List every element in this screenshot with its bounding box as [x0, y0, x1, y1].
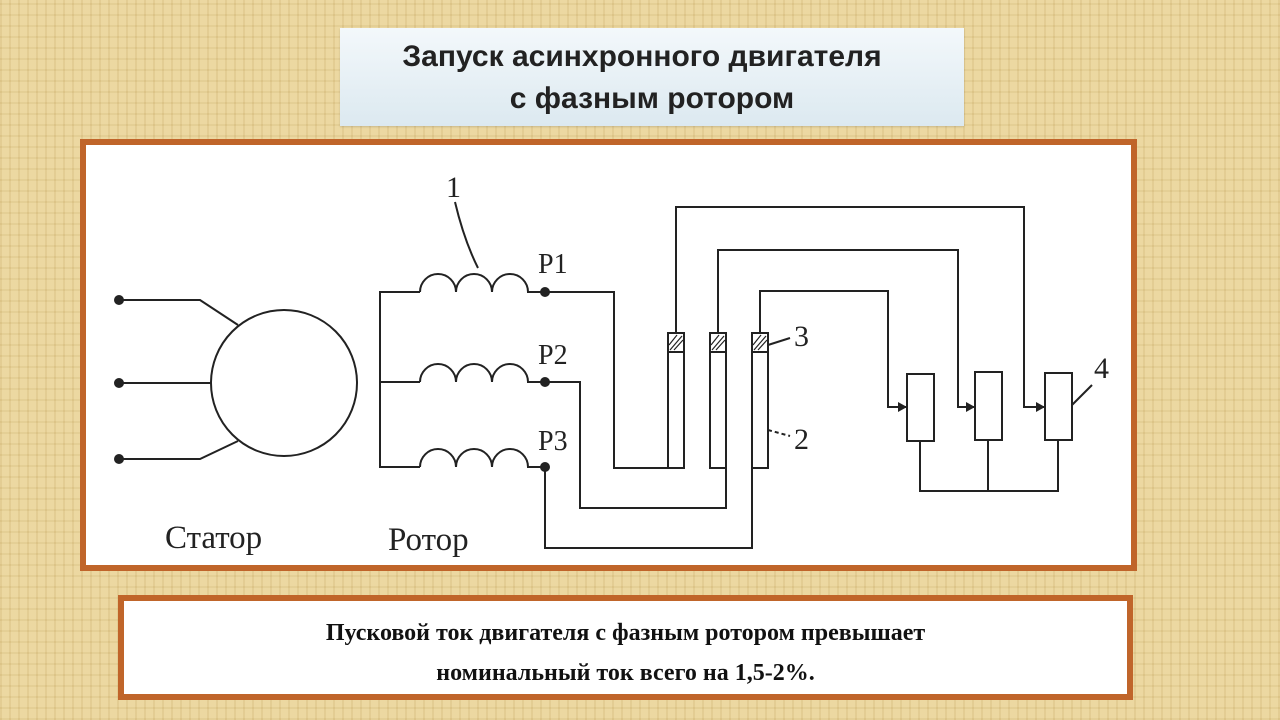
callout-1-label: 1 [446, 171, 461, 204]
rotor-windings [379, 273, 545, 468]
circuit-diagram-frame: 1 P1 P2 P3 3 2 4 Статор Ротор [80, 139, 1137, 571]
brushes [668, 334, 768, 351]
callout-4-label: 4 [1094, 352, 1109, 385]
leader-2 [767, 429, 791, 437]
rotor-to-ring-wires [544, 291, 753, 549]
terminal-p1-label: P1 [538, 249, 568, 280]
stator-label: Статор [165, 520, 262, 556]
title-line-2: с фазным ротором [509, 82, 795, 115]
terminal-dots [114, 287, 550, 472]
rheostat [906, 371, 1073, 492]
stator-leads [119, 299, 239, 460]
slide-title: Запуск асинхронного двигателя с фазным р… [340, 28, 964, 126]
stator-circle [210, 309, 358, 457]
terminal-p2-label: P2 [538, 340, 568, 371]
leader-4 [1071, 384, 1093, 406]
callout-3-label: 3 [794, 320, 809, 353]
caption-box: Пусковой ток двигателя с фазным ротором … [118, 595, 1133, 700]
terminal-p3-label: P3 [538, 426, 568, 457]
caption-line-1: Пусковой ток двигателя с фазным ротором … [325, 620, 926, 646]
rotor-label: Ротор [388, 522, 469, 558]
title-line-1: Запуск асинхронного двигателя [402, 40, 882, 73]
callout-2-label: 2 [794, 423, 809, 456]
arrowheads [898, 402, 1045, 412]
brush-to-rheostat-wires [675, 206, 1045, 408]
caption-line-2: номинальный ток всего на 1,5-2%. [436, 660, 815, 686]
slip-rings [667, 332, 769, 469]
leader-3 [767, 337, 791, 346]
leader-1 [454, 201, 479, 269]
